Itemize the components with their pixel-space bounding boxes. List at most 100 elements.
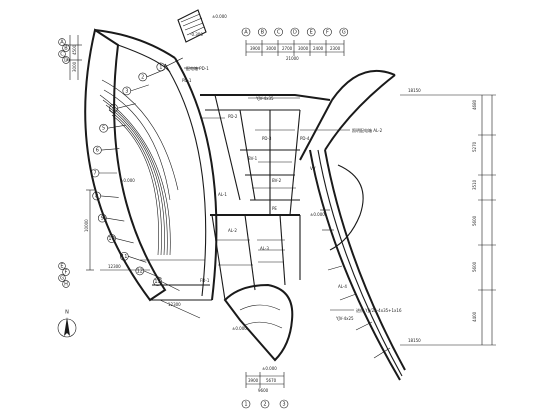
bottom-dim-1: 3900 (248, 378, 259, 383)
bottom-bubble: 2 (263, 402, 266, 408)
label-pe: PE (272, 206, 277, 211)
left-bubble-b: D (64, 58, 68, 64)
top-bubble: F (326, 30, 329, 36)
top-bubble: G (342, 30, 346, 36)
left-dimension-chain: 4500 3000 10000 12300 12300 (66, 35, 201, 319)
left-axis-line (164, 57, 183, 68)
left-axis-line (101, 148, 120, 151)
bottom-bubble-circle (260, 399, 270, 409)
right-dim-2: 5270 (472, 141, 477, 152)
left-axis-line (107, 124, 126, 129)
left-axis-line (115, 238, 134, 244)
left-bubble-circle (109, 103, 118, 113)
tiered-arcs (99, 94, 171, 256)
left-bubble-b: F (65, 270, 68, 276)
label-vv: VV (310, 166, 316, 171)
right-dim-6: 4400 (472, 311, 477, 322)
top-bubble: E (310, 30, 313, 36)
label-feed: 进线 YJV22-4x35+1x16 (356, 307, 402, 313)
right-dim-1: 4680 (472, 99, 477, 110)
bottom-bubble-circle (279, 399, 289, 409)
north-label: N (65, 310, 69, 316)
left-bubble-b-circle (62, 280, 70, 288)
top-dim-1: 3900 (250, 46, 261, 51)
left-bubble-circle (90, 168, 100, 178)
left-bubble-b: E (60, 264, 63, 270)
bottom-bubble: 3 (282, 402, 285, 408)
left-bubble-b: H (64, 282, 68, 288)
left-bubble-circle (138, 72, 148, 82)
left-bubble-b-circle (58, 274, 66, 282)
label-bv1: BV-1 (248, 156, 258, 161)
top-dim-5: 2400 (313, 46, 324, 51)
right-dim-3: 3510 (472, 179, 477, 190)
left-bubble: 9 (101, 216, 104, 222)
label-yjv1: YJV-4x35 (255, 96, 274, 101)
left-bubble-b: G (60, 276, 64, 282)
top-bubble-circle (323, 27, 332, 37)
left-bubble: 7 (93, 170, 96, 176)
left-axis-line (146, 69, 165, 78)
top-bubble-circle (257, 27, 267, 37)
left-dim-a: 10000 (84, 219, 89, 232)
left-bubble-b-circle (62, 44, 70, 52)
left-bubble-circle (119, 252, 129, 261)
top-bubble-circle (339, 27, 349, 37)
elev-6: ±0.000 (262, 366, 277, 371)
left-bubble-circle (97, 213, 107, 223)
elev-2: ±0.000 (120, 178, 135, 183)
label-pd3: PD-3 (262, 136, 272, 141)
right-dim-5: 5600 (472, 261, 477, 272)
label-pd4: PD-4 (300, 136, 310, 141)
annotations: ±0.000 ±0.000 ±0.000 ±0.000 -0.300 ±0.00… (120, 14, 402, 371)
elev-1: ±0.000 (212, 14, 227, 19)
left-axis-line (130, 84, 149, 92)
left-bubble-b-circle (62, 268, 70, 276)
label-bv2: BV-2 (272, 178, 282, 183)
left-bubble-circle (93, 145, 102, 155)
top-dim-6: 2300 (330, 46, 341, 51)
left-dim-c: 12300 (168, 302, 181, 307)
label-al4: AL-4 (338, 284, 347, 289)
bottom-dimension-chain: 3900 5670 9600 (245, 372, 285, 393)
left-bubble-b-circle (58, 262, 66, 270)
left-bubble-circle (135, 266, 145, 276)
label-al3: AL-3 (260, 246, 269, 251)
left-bubble-b: A (60, 40, 64, 46)
label-yjv2: YJV-4x25 (335, 316, 354, 321)
top-bubble-circle (274, 27, 283, 37)
right-dim-4: 5600 (472, 215, 477, 226)
right-wing (299, 70, 406, 381)
left-bubble: 13 (154, 279, 160, 285)
right-dim-total-bottom: 18150 (408, 338, 421, 343)
left-axis-line (117, 103, 136, 109)
left-wing (84, 28, 218, 302)
central-core (177, 9, 331, 362)
elev-3: ±0.000 (310, 212, 325, 217)
left-top-dim-2: 3000 (72, 61, 77, 72)
top-bubble-circle (306, 27, 316, 37)
left-bubble-circle (92, 191, 101, 201)
left-bubble-b-circle (58, 38, 66, 46)
top-dimension-chain: 3900 3000 2700 3000 2400 2300 21000 (245, 40, 345, 61)
top-bubble: D (293, 30, 297, 36)
label-fd1: FD-1 (200, 278, 210, 283)
top-bubble-circle (290, 27, 300, 37)
left-axis-line (128, 256, 147, 263)
top-bubble: C (277, 30, 281, 36)
bottom-dim-2: 5670 (266, 378, 277, 383)
left-bubble: 3 (125, 88, 128, 94)
right-dim-total-top: 18150 (408, 88, 421, 93)
top-dim-3: 2700 (282, 46, 293, 51)
top-dim-total: 21000 (286, 56, 299, 61)
left-bubble-b: B (64, 46, 68, 52)
top-bubble: B (261, 30, 265, 36)
left-bubble-b-circle (58, 50, 66, 58)
elev-4: ±0.000 (232, 326, 247, 331)
left-bubble: 10 (108, 236, 114, 242)
left-axis-line (106, 217, 125, 222)
